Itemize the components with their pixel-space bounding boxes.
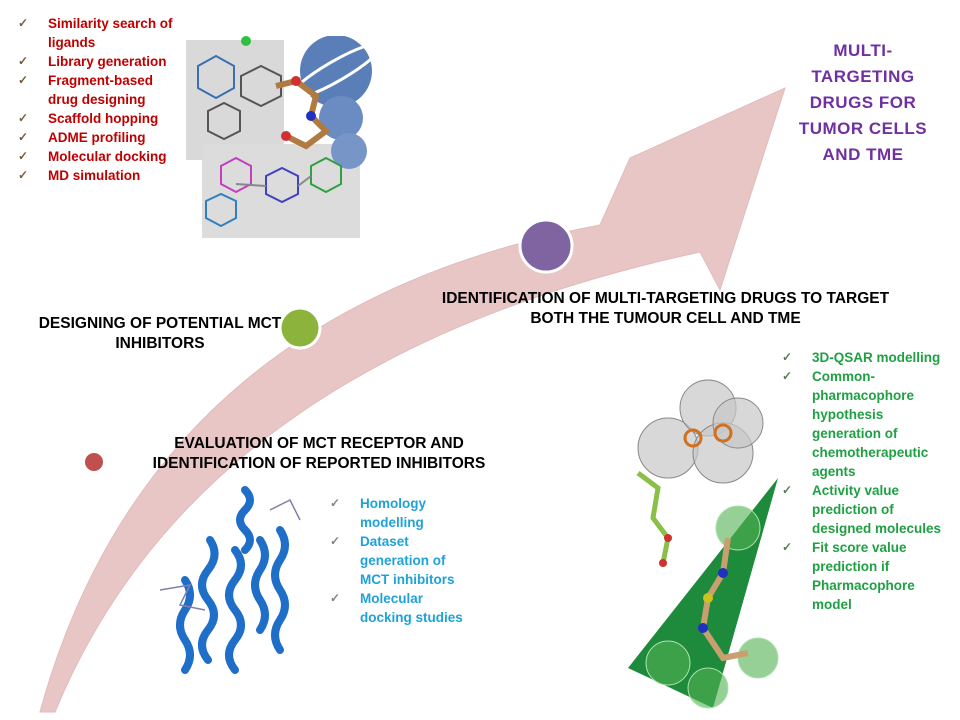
stage-dot-evaluation xyxy=(83,451,105,473)
list-item: ✓Dataset generation of MCT inhibitors xyxy=(330,534,455,587)
list-item: ✓Homology modelling xyxy=(330,496,426,530)
check-icon: ✓ xyxy=(782,540,793,554)
check-icon: ✓ xyxy=(18,111,29,125)
stage-dot-identification xyxy=(518,218,574,274)
progress-arrow-shape xyxy=(39,87,786,713)
goal-title: MULTI-TARGETING DRUGS FOR TUMOR CELLS AN… xyxy=(798,41,928,164)
list-item: ✓Fragment-based drug designing xyxy=(18,73,154,107)
list-item: ✓Similarity search of ligands xyxy=(18,16,173,50)
check-icon: ✓ xyxy=(782,483,793,497)
evaluation-methods-list: ✓Homology modelling ✓Dataset generation … xyxy=(330,494,470,627)
list-item: ✓Molecular docking studies xyxy=(330,591,463,625)
list-item: ✓Molecular docking xyxy=(18,149,167,164)
stage-title-identification: IDENTIFICATION OF MULTI-TARGETING DRUGS … xyxy=(441,290,890,327)
check-icon: ✓ xyxy=(18,16,29,30)
check-icon: ✓ xyxy=(330,534,341,548)
check-icon: ✓ xyxy=(18,73,29,87)
list-item: ✓Library generation xyxy=(18,54,167,69)
check-icon: ✓ xyxy=(782,350,793,364)
list-item: ✓Common-pharmacophore hypothesis generat… xyxy=(782,369,929,479)
mct-protein-ribbon xyxy=(159,486,301,674)
check-icon: ✓ xyxy=(18,149,29,163)
design-methods-list: ✓Similarity search of ligands ✓Library g… xyxy=(18,14,178,185)
check-icon: ✓ xyxy=(18,168,29,182)
list-item: ✓Scaffold hopping xyxy=(18,111,159,126)
check-icon: ✓ xyxy=(330,496,341,510)
check-icon: ✓ xyxy=(18,54,29,68)
pharmacophore-model xyxy=(628,379,779,709)
list-item: ✓MD simulation xyxy=(18,168,141,183)
list-item: ✓ADME profiling xyxy=(18,130,146,145)
check-icon: ✓ xyxy=(18,130,29,144)
stage-title-evaluation: EVALUATION OF MCT RECEPTOR AND IDENTIFIC… xyxy=(152,435,486,472)
list-item: ✓Fit score value prediction if Pharmacop… xyxy=(782,540,915,612)
stage-title-designing: DESIGNING OF POTENTIAL MCT INHIBITORS xyxy=(38,315,282,352)
list-item: ✓Activity value prediction of designed m… xyxy=(782,483,942,536)
ligand-structure-images xyxy=(186,36,376,238)
identification-methods-list: ✓3D-QSAR modelling ✓Common-pharmacophore… xyxy=(782,348,952,614)
list-item: ✓3D-QSAR modelling xyxy=(782,350,941,365)
stage-dot-designing xyxy=(278,306,322,350)
check-icon: ✓ xyxy=(330,591,341,605)
check-icon: ✓ xyxy=(782,369,793,383)
